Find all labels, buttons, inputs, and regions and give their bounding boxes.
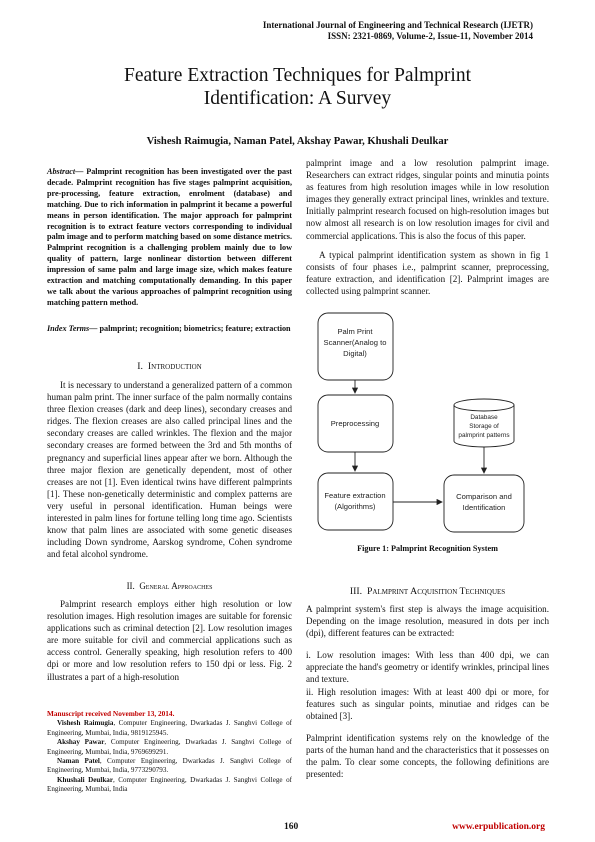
author-note-info: , Computer Engineering, Dwarkadas J. San… xyxy=(47,775,292,794)
author-note-info: , Computer Engineering, Dwarkadas J. San… xyxy=(47,757,292,775)
author-footnotes: Manuscript received November 13, 2014. V… xyxy=(47,709,292,795)
author-note-4: Khushali Deulkar, Computer Engineering, … xyxy=(47,776,292,795)
preprocessing-box xyxy=(317,394,394,453)
section-heading-palmprint-acquisition: III. Palmprint Acquisition Techniques xyxy=(306,586,549,597)
abstract-label: Abstract— xyxy=(47,167,84,176)
author-note-name: Khushali Deulkar xyxy=(57,775,113,784)
comparison-box xyxy=(443,474,525,533)
section-heading-general-approaches: II. General Approaches xyxy=(47,581,292,591)
database-label-3: palmprint patterns xyxy=(458,432,509,439)
acquisition-body: A palmprint system's first step is alway… xyxy=(306,603,549,790)
author-note-2: Akshay Pawar, Computer Engineering, Dwar… xyxy=(47,738,292,757)
section-title: Palmprint Acquisition Techniques xyxy=(366,586,506,597)
feature-extraction-box xyxy=(317,472,394,531)
acquisition-paragraph-2: Palmprint identification systems rely on… xyxy=(306,732,549,780)
acquisition-paragraph-1: A palmprint system's first step is alway… xyxy=(306,604,549,639)
comparison-label-1: Comparison and xyxy=(456,492,512,501)
journal-header: International Journal of Engineering and… xyxy=(263,20,533,41)
page-number: 160 xyxy=(284,822,299,832)
section-heading-introduction: I. Introduction xyxy=(47,361,292,372)
section-title: Introduction xyxy=(147,361,202,372)
feature-label-1: Feature extraction xyxy=(324,491,385,500)
index-terms-text: palmprint; recognition; biometrics; feat… xyxy=(97,324,291,333)
author-list: Vishesh Raimugia, Naman Patel, Akshay Pa… xyxy=(146,136,449,147)
title-line-1: Feature Extraction Techniques for Palmpr… xyxy=(123,65,471,86)
title-line-2: Identification: A Survey xyxy=(203,88,392,109)
author-note-name: Naman Patel xyxy=(57,757,100,766)
abstract-text: Palmprint recognition has been investiga… xyxy=(47,167,292,307)
right-paragraph-2: A typical palmprint identification syste… xyxy=(306,249,549,296)
database-label-2: Storage of xyxy=(469,423,499,430)
index-terms-label: Index Terms— xyxy=(47,324,98,333)
author-note-1: Vishesh Raimugia, Computer Engineering, … xyxy=(47,719,292,738)
author-note-name: Vishesh Raimugia xyxy=(57,719,114,728)
right-column-body: palmprint image and a low resolution pal… xyxy=(306,157,549,297)
publisher-url[interactable]: www.erpublication.org xyxy=(452,822,545,832)
acquisition-item-low-res: i. Low resolution images: With less than… xyxy=(306,650,549,685)
general-approaches-paragraph: Palmprint research employs either high r… xyxy=(47,599,292,682)
database-cylinder xyxy=(453,398,515,448)
section-number: I. xyxy=(137,361,143,372)
author-note-info: , Computer Engineering, Dwarkadas J. San… xyxy=(47,738,292,756)
right-paragraph-1: palmprint image and a low resolution pal… xyxy=(306,158,549,241)
scanner-label-3: Digital) xyxy=(343,349,367,358)
section-title: General Approaches xyxy=(139,581,213,591)
introduction-paragraph: It is necessary to understand a generali… xyxy=(47,380,292,560)
scanner-box xyxy=(317,312,394,381)
manuscript-date: Manuscript received November 13, 2014. xyxy=(47,709,175,718)
preprocessing-label: Preprocessing xyxy=(331,419,380,428)
scanner-label-2: Scanner(Analog to xyxy=(324,338,387,347)
journal-name: International Journal of Engineering and… xyxy=(262,20,533,30)
author-note-info: , Computer Engineering, Dwarkadas J. San… xyxy=(47,719,293,737)
acquisition-item-high-res: ii. High resolution images: With at leas… xyxy=(306,686,549,721)
abstract: Abstract— Palmprint recognition has been… xyxy=(47,167,292,309)
general-approaches-body: Palmprint research employs either high r… xyxy=(47,598,292,683)
index-terms: Index Terms— palmprint; recognition; bio… xyxy=(47,324,292,335)
journal-issn: ISSN: 2321-0869, Volume-2, Issue-11, Nov… xyxy=(327,30,533,41)
comparison-label-2: Identification xyxy=(463,503,506,512)
figure-1-caption: Figure 1: Palmprint Recognition System xyxy=(357,544,498,553)
feature-label-2: (Algorithms) xyxy=(335,502,376,511)
section-number: II. xyxy=(126,581,135,591)
author-note-name: Akshay Pawar xyxy=(57,738,105,747)
paper-title: Feature Extraction Techniques for Palmpr… xyxy=(60,64,535,110)
section-number: III. xyxy=(349,586,363,597)
figure-1-diagram: Palm Print Scanner(Analog to Digital) Pr… xyxy=(317,312,525,533)
introduction-body: It is necessary to understand a generali… xyxy=(47,379,292,560)
author-note-3: Naman Patel, Computer Engineering, Dwark… xyxy=(47,757,292,776)
database-label-1: Database xyxy=(470,414,498,421)
scanner-label-1: Palm Print xyxy=(337,327,373,336)
